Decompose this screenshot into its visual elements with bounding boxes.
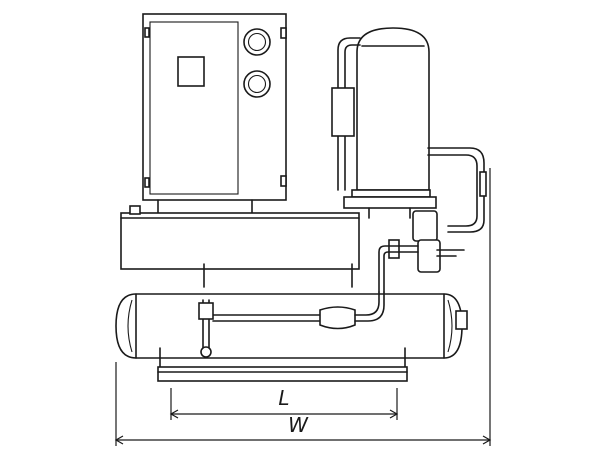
expansion-valve <box>378 210 465 293</box>
liquid-line <box>198 291 385 358</box>
length-label: L <box>278 386 289 410</box>
condenser-shell <box>120 205 360 288</box>
base-frame <box>157 366 408 382</box>
control-cabinet <box>142 13 287 214</box>
dimension-width: W <box>114 168 492 446</box>
dimension-length: L <box>169 386 399 420</box>
compressor <box>331 27 487 233</box>
cabinet-display-window <box>177 56 205 87</box>
cabinet-gauge-top <box>243 28 271 56</box>
filter-drier <box>319 306 356 330</box>
width-label: W <box>288 413 309 437</box>
evaporator-shell <box>115 293 468 369</box>
cabinet-gauge-bottom <box>243 70 271 98</box>
